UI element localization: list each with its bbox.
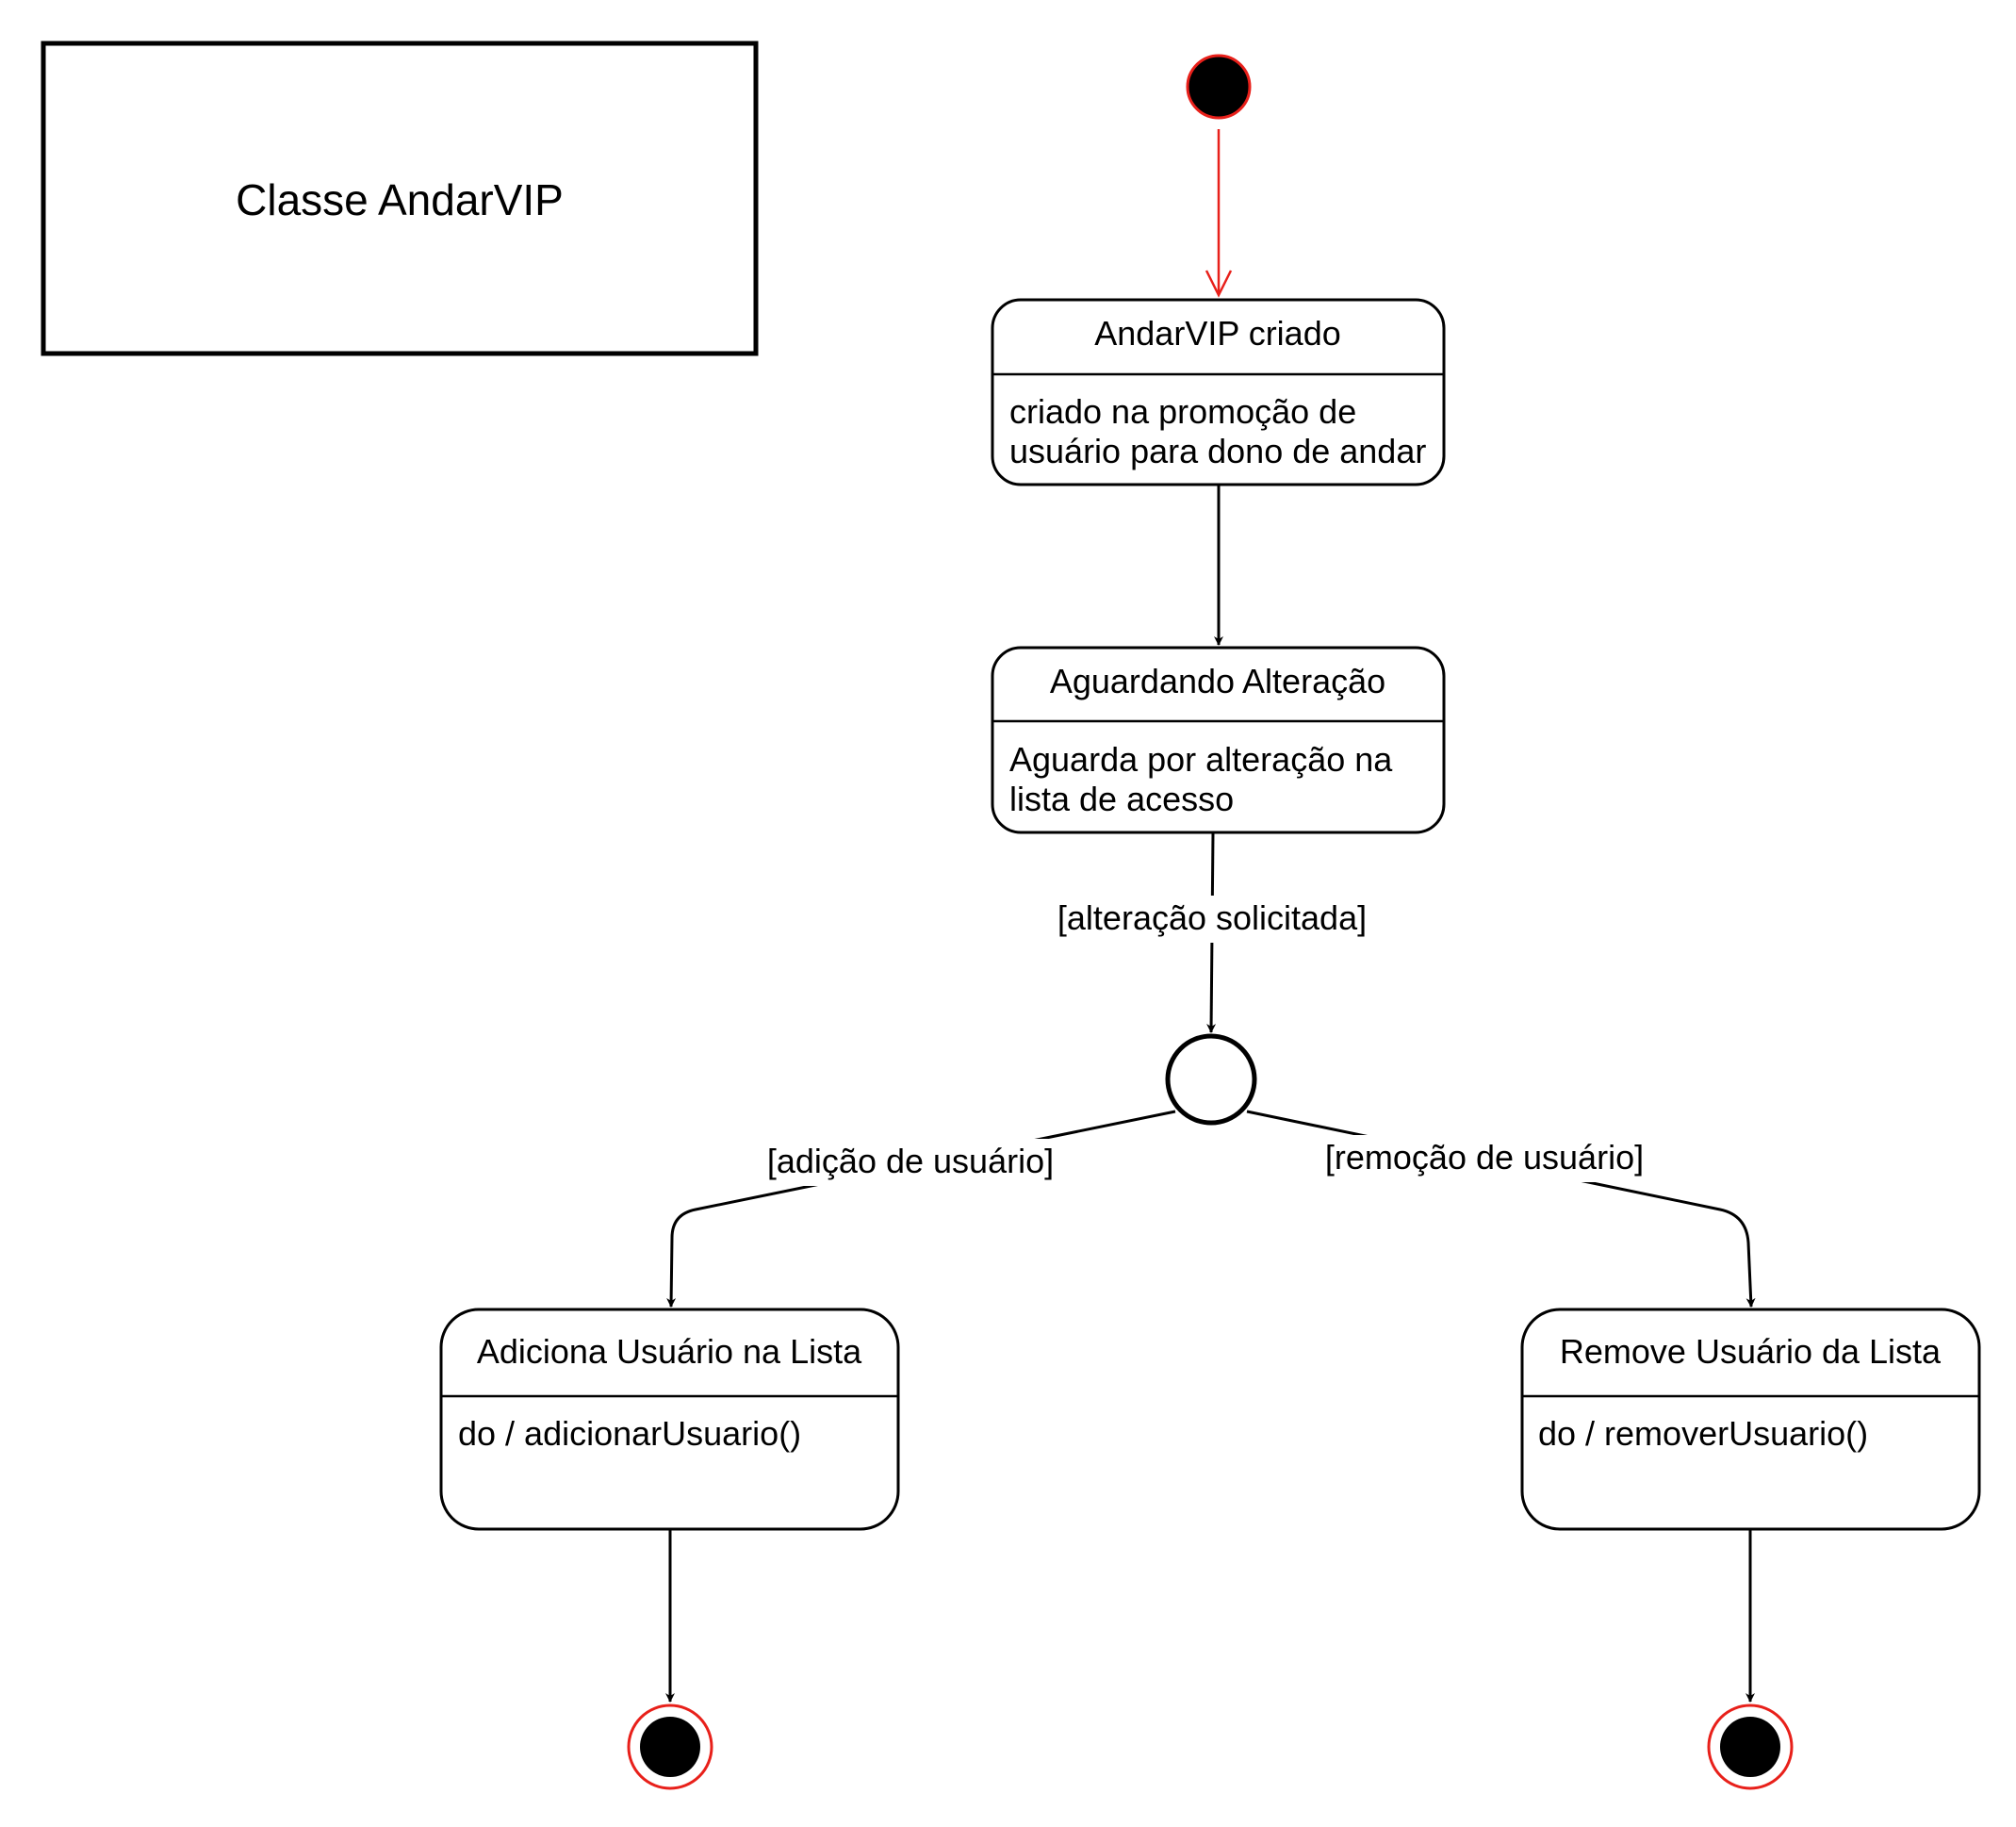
state-name: Adiciona Usuário na Lista [477,1332,862,1371]
state-aguardando-alteracao[interactable]: Aguardando Alteração Aguarda por alteraç… [991,646,1446,834]
state-activity-line: do / removerUsuario() [1538,1414,1868,1453]
state-andarvip-criado[interactable]: AndarVIP criado criado na promoção de us… [991,298,1446,486]
state-name: Aguardando Alteração [1050,662,1385,700]
choice-node [1165,1033,1257,1126]
state-name: AndarVIP criado [1094,314,1341,353]
state-activity-line: lista de acesso [1009,780,1234,818]
transition-remocao: [remoção de usuário] [1246,1110,1756,1308]
initial-node [1186,54,1252,120]
initial-transition [1205,129,1233,298]
final-node-remove [1707,1704,1794,1790]
state-activity-line: criado na promoção de [1009,392,1356,431]
class-title-box: Classe AndarVIP [41,41,759,356]
state-name: Remove Usuário da Lista [1560,1332,1942,1371]
transition-adicao: [adição de usuário] [666,1110,1176,1308]
guard-label: [alteração solicitada] [1057,898,1367,937]
class-title: Classe AndarVIP [236,175,564,224]
state-remove-usuario[interactable]: Remove Usuário da Lista do / removerUsua… [1520,1308,1981,1531]
guard-label: [remoção de usuário] [1325,1138,1644,1177]
state-activity-line: Aguarda por alteração na [1009,740,1393,779]
state-adiciona-usuario[interactable]: Adiciona Usuário na Lista do / adicionar… [439,1308,900,1531]
final-node-add [627,1704,713,1790]
state-activity-line: usuário para dono de andar [1009,432,1426,470]
transition-alteracao-solicitada: [alteração solicitada] [1054,832,1370,1033]
guard-label: [adição de usuário] [767,1142,1054,1180]
state-activity-line: do / adicionarUsuario() [458,1414,801,1453]
